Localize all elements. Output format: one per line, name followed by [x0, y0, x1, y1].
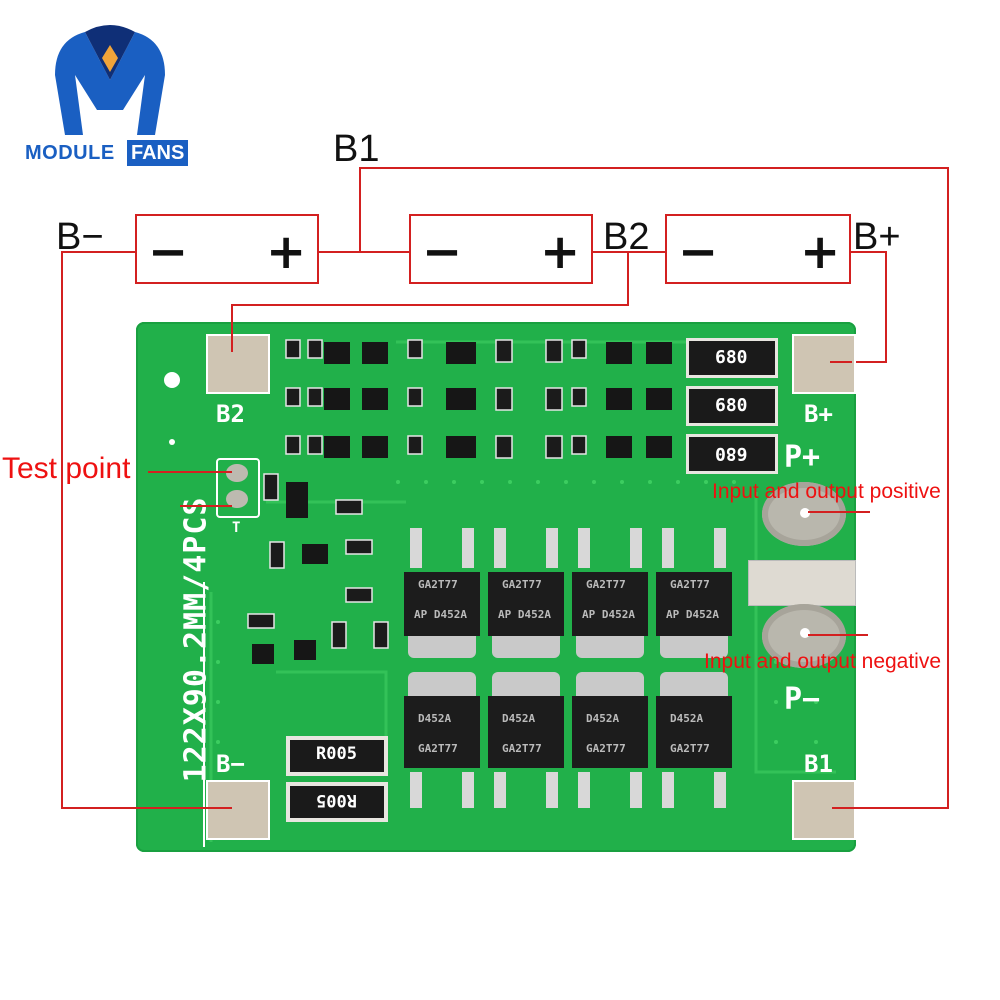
- mosfet-top-4-code: GA2T77: [670, 578, 710, 591]
- mosfet-top-2: GA2T77 AP D452A: [488, 528, 564, 658]
- pad-bplus: [792, 334, 856, 394]
- cell-3-outline: [665, 214, 851, 284]
- resistor-2-text: 680: [715, 395, 748, 416]
- mosfet-bottom-3: D452A GA2T77: [572, 672, 648, 808]
- label-b-plus: B+: [853, 216, 901, 258]
- resistor-3: 680: [686, 434, 778, 474]
- pad-b1-label: B1: [804, 750, 833, 778]
- cell-1-minus: −: [148, 224, 189, 280]
- shunt-2: R005: [286, 782, 388, 822]
- annotation-positive: Input and output positive: [712, 480, 941, 503]
- pad-bminus: [206, 780, 270, 840]
- bridge-strip: [748, 560, 856, 606]
- test-point-pads: [216, 458, 260, 518]
- mosfet-bottom-4-code: GA2T77: [670, 742, 710, 755]
- cell-1-outline: [135, 214, 319, 284]
- pad-bplus-label: B+: [804, 400, 833, 428]
- label-b1: B1: [333, 128, 380, 170]
- mosfet-bottom-3-code: GA2T77: [586, 742, 626, 755]
- mosfet-top-3: GA2T77 AP D452A: [572, 528, 648, 658]
- cell-3-plus: +: [800, 224, 841, 280]
- mounting-hole: [164, 372, 180, 388]
- resistor-1-text: 680: [715, 347, 748, 368]
- cell-3-minus: −: [678, 224, 719, 280]
- mosfet-top-4: GA2T77 AP D452A: [656, 528, 732, 658]
- pad-pminus-label: P−: [784, 682, 821, 717]
- pad-negative-center: [800, 628, 810, 638]
- annotation-test-point: Test point: [2, 452, 131, 485]
- mosfet-bottom-4: D452A GA2T77: [656, 672, 732, 808]
- label-b2: B2: [603, 216, 650, 258]
- pad-b2: [206, 334, 270, 394]
- pad-positive-center: [800, 508, 810, 518]
- mosfet-top-1-code: GA2T77: [418, 578, 458, 591]
- mosfet-bottom-4-part: D452A: [670, 712, 704, 725]
- test-mark: T: [232, 520, 241, 536]
- mosfet-bottom-1: D452A GA2T77: [404, 672, 480, 808]
- mosfet-top-1: GA2T77 AP D452A: [404, 528, 480, 658]
- mosfet-top-3-code: GA2T77: [586, 578, 626, 591]
- mosfet-top-2-code: GA2T77: [502, 578, 542, 591]
- label-b-minus: B−: [56, 216, 104, 258]
- mosfet-top-4-part: AP D452A: [666, 608, 719, 621]
- mosfet-bottom-2-part: D452A: [502, 712, 536, 725]
- mosfet-top-2-part: AP D452A: [498, 608, 551, 621]
- pad-pplus-label: P+: [784, 440, 821, 475]
- mosfet-bottom-3-part: D452A: [586, 712, 620, 725]
- logo-word-fans: FANS: [127, 140, 189, 166]
- smd-components: [247, 339, 672, 664]
- cell-2-plus: +: [540, 224, 581, 280]
- cell-2-minus: −: [422, 224, 463, 280]
- mosfet-bottom-1-code: GA2T77: [418, 742, 458, 755]
- logo-word-fans-text: FANS: [131, 142, 185, 164]
- logo-mark-icon: [55, 25, 165, 135]
- mosfet-top-1-part: AP D452A: [414, 608, 467, 621]
- mosfet-bottom-2-code: GA2T77: [502, 742, 542, 755]
- mosfet-bottom-1-part: D452A: [418, 712, 452, 725]
- shunt-1: R005: [286, 736, 388, 776]
- cell-1-plus: +: [266, 224, 307, 280]
- pad-bminus-label: B−: [216, 750, 245, 778]
- logo: MODULE FANS: [20, 20, 200, 170]
- mosfet-top-3-part: AP D452A: [582, 608, 635, 621]
- cell-2-outline: [409, 214, 593, 284]
- resistor-1: 680: [686, 338, 778, 378]
- resistor-2: 680: [686, 386, 778, 426]
- pad-b1: [792, 780, 856, 840]
- shunt-1-text: R005: [316, 744, 357, 764]
- pad-b2-label: B2: [216, 400, 245, 428]
- logo-word-module: MODULE: [25, 142, 115, 164]
- annotation-negative: Input and output negative: [704, 650, 942, 673]
- mosfet-bottom-2: D452A GA2T77: [488, 672, 564, 808]
